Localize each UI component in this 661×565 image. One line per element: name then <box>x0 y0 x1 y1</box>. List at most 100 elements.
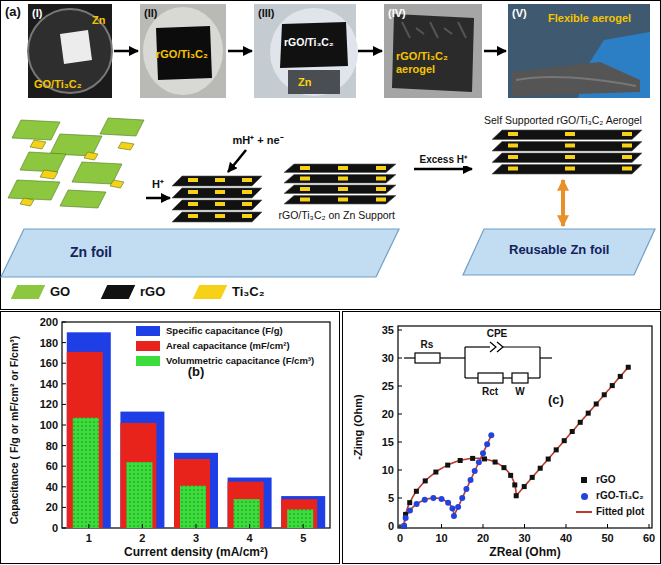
ti3c2-flake <box>508 132 518 136</box>
zn-plate <box>60 30 92 64</box>
data-point <box>470 456 475 461</box>
aerogel-texture <box>430 22 438 38</box>
flake <box>118 142 134 150</box>
tick <box>398 498 402 499</box>
flake <box>60 190 106 208</box>
tick <box>62 363 66 364</box>
rgo-film <box>156 26 212 80</box>
reusable-zn-foil: Reusable Zn foil <box>462 228 656 276</box>
label-text: 180 <box>40 336 58 349</box>
node-text: (V) <box>512 7 527 20</box>
axis-title: Capacitance ( F/g or mF/cm² or F/cm³) <box>8 336 20 524</box>
label-text: 0 <box>52 522 58 535</box>
tick <box>607 524 608 528</box>
node-text: rGO/Ti₃C₂ <box>284 36 334 48</box>
label-text: (c) <box>548 393 564 408</box>
circuit-wire <box>465 377 478 378</box>
label-text: 15 <box>382 436 394 449</box>
data-point <box>508 473 513 478</box>
ti3c2-flake <box>565 144 575 148</box>
rgo-layer <box>492 165 642 175</box>
slab-shape <box>1 229 399 277</box>
label-text: 160 <box>40 357 58 370</box>
label-text: mH⁺ + ne⁻ <box>232 134 283 147</box>
data-point <box>522 484 527 489</box>
tick <box>398 414 402 415</box>
node-text: Zn <box>92 14 105 27</box>
label-text: 20 <box>477 532 489 545</box>
rgo-layer <box>492 153 642 163</box>
plot-axes <box>398 326 652 528</box>
tick <box>62 404 66 405</box>
ti3c2-flake <box>508 144 518 148</box>
flake <box>110 180 124 188</box>
cpe-symbol <box>490 342 503 352</box>
data-point <box>586 411 591 416</box>
data-point <box>468 477 474 483</box>
label-text: H⁺ <box>152 178 164 191</box>
data-point <box>484 441 490 447</box>
flake <box>40 170 58 179</box>
data-point <box>414 501 420 507</box>
label-text: 1 <box>86 532 92 545</box>
ti3c2-flake <box>565 132 575 136</box>
panel-frame <box>1 1 661 310</box>
data-point <box>530 475 535 480</box>
ti3c2-flake <box>215 178 225 182</box>
label-text: 40 <box>46 480 58 493</box>
bar <box>73 418 99 528</box>
tick <box>398 330 402 331</box>
data-point <box>402 524 407 529</box>
ti3c2-flake <box>300 177 310 181</box>
tick <box>398 358 402 359</box>
node-text: rGO/Ti₃C₂ aerogel <box>396 50 476 75</box>
photo-panel: (III)rGO/Ti₃C₂Zn <box>254 4 356 98</box>
data-point <box>445 463 450 468</box>
data-point <box>554 447 559 452</box>
bar <box>120 423 156 528</box>
ti3c2-flake <box>242 214 252 218</box>
bar <box>281 499 317 528</box>
photo-panel: (V)Flexible aerogel <box>508 4 650 98</box>
node-text: Zn foil <box>70 244 112 260</box>
rgo-layer <box>492 142 642 152</box>
legend-text: rGO-Ti₃C₂ <box>596 490 644 502</box>
aerogel-texture <box>458 22 466 38</box>
ti3c2-flake <box>508 167 518 171</box>
data-point <box>570 429 575 434</box>
label-text: 80 <box>46 439 58 452</box>
panel-frame <box>1 312 340 564</box>
rgo-layer <box>172 200 262 210</box>
flake <box>12 120 60 140</box>
data-point <box>514 493 519 498</box>
ti3c2-flake <box>376 198 386 202</box>
circuit-wire <box>503 346 540 347</box>
ti3c2-flake <box>508 155 518 159</box>
data-point <box>401 523 407 529</box>
flake <box>20 152 66 172</box>
rgo-layer <box>284 196 396 205</box>
bar <box>67 332 111 528</box>
ti3c2-flake <box>300 187 310 191</box>
tick <box>524 524 525 528</box>
legend-swatch <box>11 285 46 299</box>
data-point <box>482 456 487 461</box>
ti3c2-flake <box>622 155 632 159</box>
rgo-film <box>280 22 348 68</box>
label-text: 4 <box>247 532 253 545</box>
data-point <box>439 496 445 502</box>
tick <box>398 386 402 387</box>
circuit-wire <box>440 357 465 358</box>
ti3c2-flake <box>215 202 225 206</box>
data-point <box>433 470 438 475</box>
node-text: GO/Ti₃C₂ <box>34 78 82 91</box>
legend-text: Specific capacitance (F/g) <box>166 326 283 337</box>
tick <box>566 524 567 528</box>
legend-swatch <box>581 477 587 483</box>
photo-panel: (I)ZnGO/Ti₃C₂ <box>28 4 112 98</box>
beaker <box>270 8 358 96</box>
flexible-aerogel <box>512 62 640 96</box>
data-point <box>472 468 478 474</box>
